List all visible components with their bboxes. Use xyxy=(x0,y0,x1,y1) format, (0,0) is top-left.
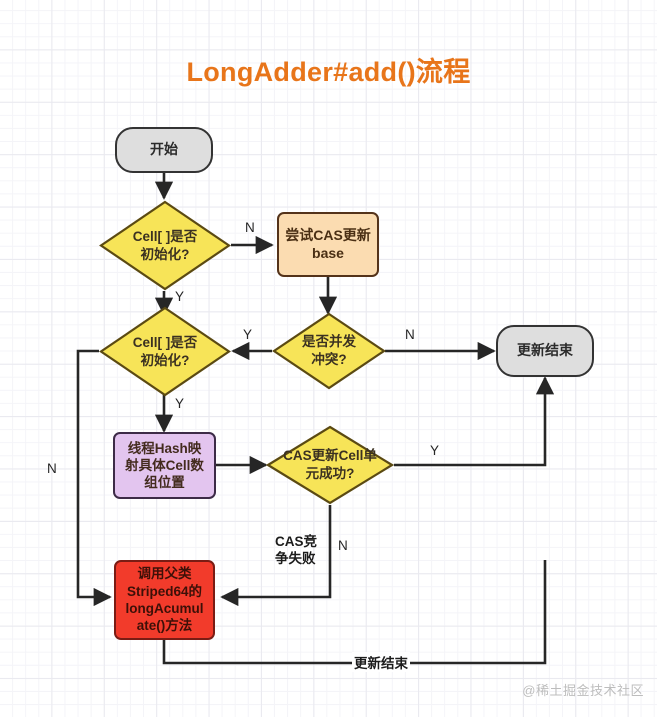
node-decision-cell-init-2[interactable]: Cell[ ]是否 初始化? xyxy=(99,306,231,397)
diamond-shape xyxy=(99,200,231,291)
node-start-label: 开始 xyxy=(150,141,178,158)
watermark: @稀土掘金技术社区 xyxy=(522,683,644,698)
node-decision-conflict-label: 是否并发 冲突? xyxy=(302,334,356,367)
node-decision-cell-init-2-label: Cell[ ]是否 初始化? xyxy=(132,334,198,368)
node-start[interactable]: 开始 xyxy=(115,127,213,173)
diamond-shape xyxy=(266,425,394,505)
diamond-shape xyxy=(272,312,386,390)
node-cas-base[interactable]: 尝试CAS更新 base xyxy=(277,212,379,277)
node-decision-cas-cell-label: CAS更新Cell单 元成功? xyxy=(283,448,377,481)
edge-label-bottom-end: 更新结束 xyxy=(352,652,410,672)
node-end-update[interactable]: 更新结束 xyxy=(496,325,594,377)
edge-label-cell-init-1-no: N xyxy=(245,220,255,235)
edge-label-conflict-yes: Y xyxy=(243,327,253,342)
edge-label-cas-cell-no: N xyxy=(338,538,348,553)
edge-label-cell-init-2-yes: Y xyxy=(175,396,185,411)
edge-label-cas-cell-yes: Y xyxy=(430,443,440,458)
node-decision-conflict[interactable]: 是否并发 冲突? xyxy=(272,312,386,390)
edge-label-cell-init-2-no: N xyxy=(47,461,57,476)
node-hash-map-cell-label: 线程Hash映 射具体Cell数 组位置 xyxy=(125,440,204,491)
node-long-accumulate[interactable]: 调用父类 Striped64的 longAcumul ate()方法 xyxy=(114,560,215,640)
edge-label-cas-fail: CAS竞 争失败 xyxy=(275,534,318,566)
node-decision-cell-init-1[interactable]: Cell[ ]是否 初始化? xyxy=(99,200,231,291)
node-hash-map-cell[interactable]: 线程Hash映 射具体Cell数 组位置 xyxy=(113,432,216,499)
node-decision-cas-cell[interactable]: CAS更新Cell单 元成功? xyxy=(266,425,394,505)
edge-label-cell-init-1-yes: Y xyxy=(175,289,185,304)
node-decision-cell-init-1-label: Cell[ ]是否 初始化? xyxy=(132,228,198,262)
node-end-update-label: 更新结束 xyxy=(517,342,573,359)
node-long-accumulate-label: 调用父类 Striped64的 longAcumul ate()方法 xyxy=(125,566,204,634)
node-cas-base-label: 尝试CAS更新 base xyxy=(285,226,371,261)
page-title: LongAdder#add()流程 xyxy=(186,57,471,87)
edge-label-conflict-no: N xyxy=(405,327,415,342)
diamond-shape xyxy=(99,306,231,397)
